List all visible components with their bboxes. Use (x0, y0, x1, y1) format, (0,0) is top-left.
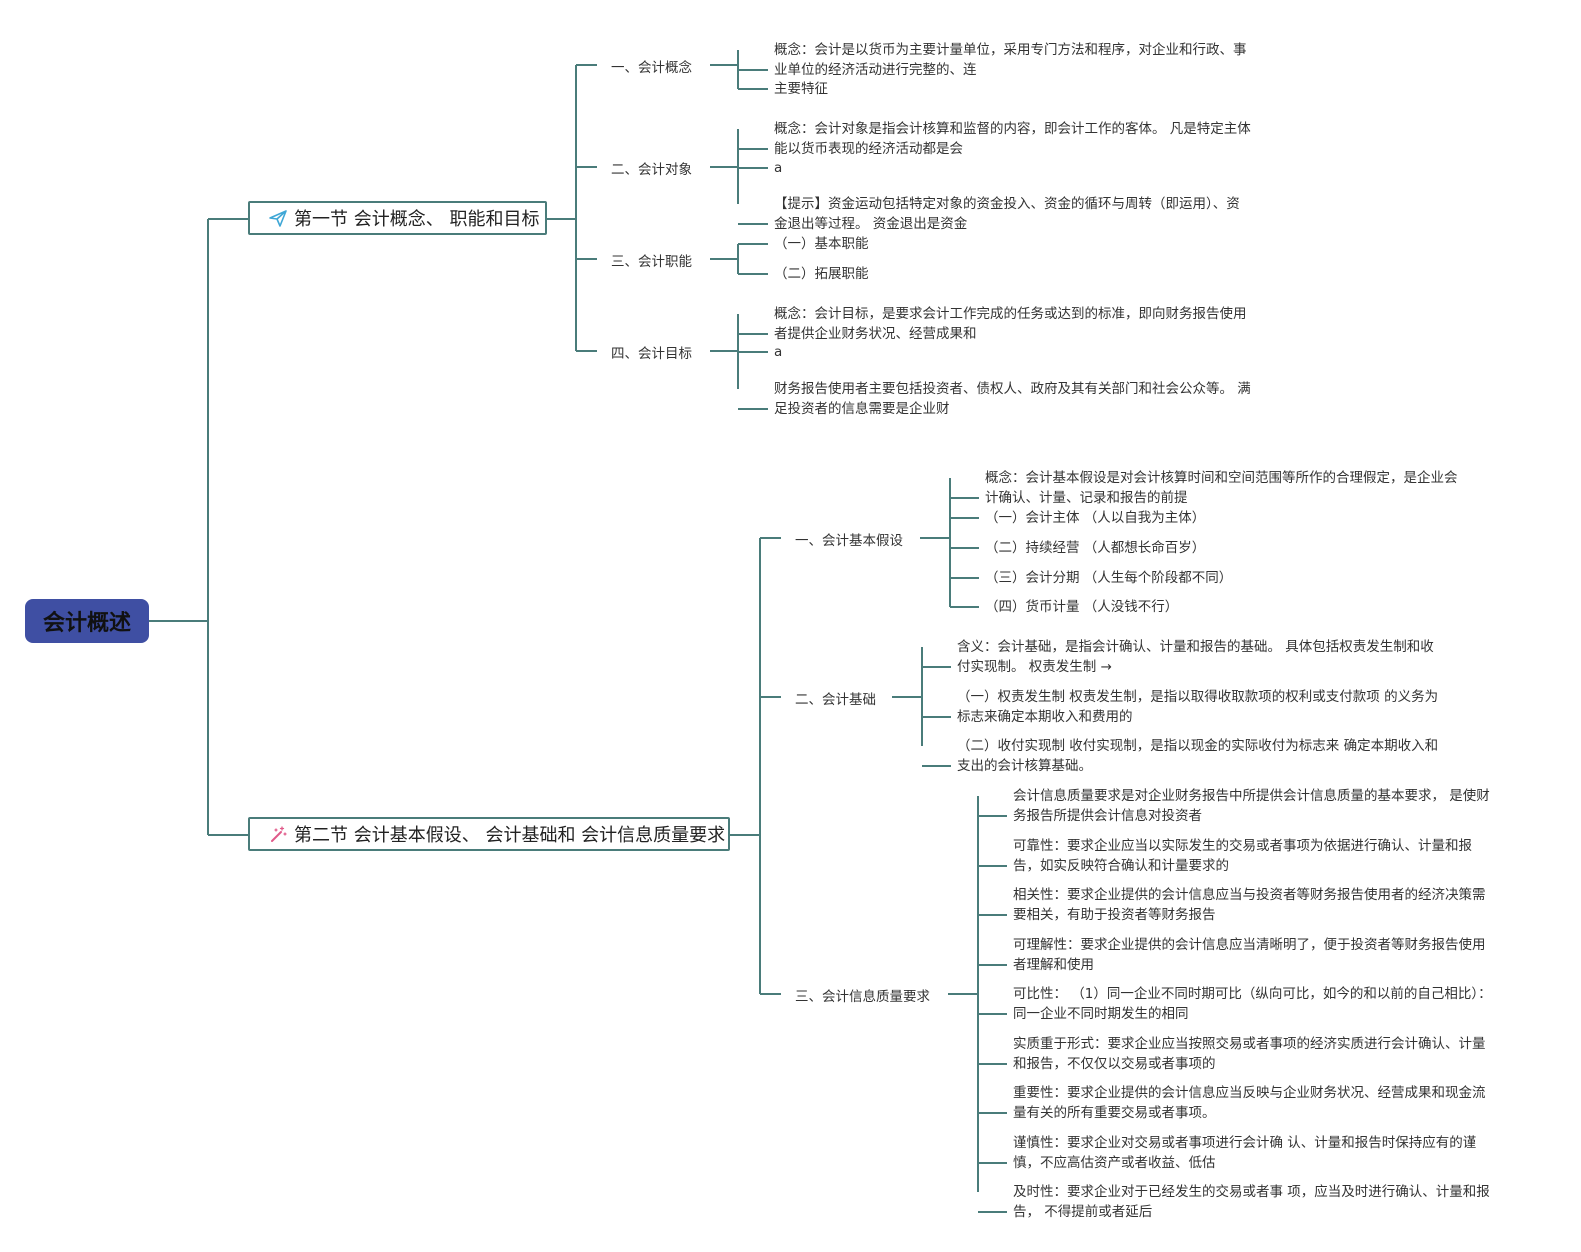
leaf-text-line: 概念：会计目标，是要求会计工作完成的任务或达到的标准，即向财务报告使用 (774, 306, 1247, 322)
leaf-text-line: 财务报告使用者主要包括投资者、债权人、政府及其有关部门和社会公众等。 满 (774, 381, 1251, 397)
leaf-node[interactable]: 会计信息质量要求是对企业财务报告中所提供会计信息质量的基本要求， 是使财务报告所… (1013, 786, 1490, 826)
leaf-node[interactable]: 可比性： （1）同一企业不同时期可比（纵向可比，如今的和以前的自己相比）： 同一企… (1013, 984, 1492, 1024)
leaf-node[interactable]: 概念：会计目标，是要求会计工作完成的任务或达到的标准，即向财务报告使用者提供企业… (774, 304, 1247, 344)
leaf-node[interactable]: 可理解性：要求企业提供的会计信息应当清晰明了，便于投资者等财务报告使用者理解和使… (1013, 935, 1486, 975)
leaf-text-line: 相关性：要求企业提供的会计信息应当与投资者等财务报告使用者的经济决策需 (1013, 887, 1486, 903)
leaf-text-line: 会计信息质量要求是对企业财务报告中所提供会计信息质量的基本要求， 是使财 (1013, 788, 1490, 804)
section-node-2[interactable]: 第二节 会计基本假设、 会计基础和 会计信息质量要求 (248, 817, 730, 851)
leaf-text-line: 计确认、计量、记录和报告的前提 (985, 490, 1188, 506)
leaf-node[interactable]: （一）会计主体 （人以自我为主体） (985, 508, 1205, 528)
leaf-node[interactable]: （一）权责发生制 权责发生制，是指以取得收取款项的权利或支付款项 的义务为标志来… (957, 687, 1438, 727)
leaf-node[interactable]: 概念：会计对象是指会计核算和监督的内容，即会计工作的客体。 凡是特定主体能以货币… (774, 119, 1251, 159)
leaf-node[interactable]: 概念：会计基本假设是对会计核算时间和空间范围等所作的合理假定，是企业会计确认、计… (985, 468, 1458, 508)
leaf-text-line: a (774, 160, 783, 176)
leaf-node[interactable]: 【提示】资金运动包括特定对象的资金投入、资金的循环与周转（即运用）、资金退出等过… (774, 194, 1240, 234)
leaf-text-line: 足投资者的信息需要是企业财 (774, 401, 950, 417)
leaf-text-line: a (774, 344, 783, 360)
leaf-text-line: 告， 不得提前或者延后 (1013, 1204, 1153, 1220)
leaf-text-line: 慎，不应高估资产或者收益、低估 (1013, 1155, 1216, 1171)
leaf-text-line: 业单位的经济活动进行完整的、连 (774, 62, 977, 78)
leaf-text-line: 概念：会计对象是指会计核算和监督的内容，即会计工作的客体。 凡是特定主体 (774, 121, 1251, 137)
leaf-text-line: （一）权责发生制 权责发生制，是指以取得收取款项的权利或支付款项 的义务为 (957, 689, 1439, 705)
leaf-node[interactable]: （二）收付实现制 收付实现制，是指以现金的实际收付为标志来 确定本期收入和支出的… (957, 736, 1438, 776)
leaf-node[interactable]: 重要性：要求企业提供的会计信息应当反映与企业财务状况、经营成果和现金流量有关的所… (1013, 1083, 1486, 1123)
root-node[interactable]: 会计概述 (25, 599, 149, 643)
leaf-text-line: 概念：会计是以货币为主要计量单位，采用专门方法和程序，对企业和行政、事 (774, 42, 1247, 58)
leaf-node[interactable]: 实质重于形式：要求企业应当按照交易或者事项的经济实质进行会计确认、计量和报告，不… (1013, 1034, 1486, 1074)
leaf-text-line: 重要性：要求企业提供的会计信息应当反映与企业财务状况、经营成果和现金流 (1013, 1085, 1486, 1101)
leaf-text-line: 要相关，有助于投资者等财务报告 (1013, 907, 1216, 923)
leaf-node[interactable]: （一）基本职能 (774, 234, 869, 254)
root-title: 会计概述 (42, 611, 131, 636)
section-node-1[interactable]: 第一节 会计概念、 职能和目标 (248, 201, 547, 235)
leaf-text-line: 者理解和使用 (1013, 957, 1094, 973)
leaf-node[interactable]: 谨慎性：要求企业对交易或者事项进行会计确 认、计量和报告时保持应有的谨慎，不应高… (1013, 1133, 1476, 1173)
leaf-text-line: 谨慎性：要求企业对交易或者事项进行会计确 认、计量和报告时保持应有的谨 (1013, 1135, 1477, 1151)
leaf-text-line: （四）货币计量 （人没钱不行） (985, 599, 1179, 615)
leaf-text-line: 标志来确定本期收入和费用的 (957, 709, 1133, 725)
branch-node[interactable]: 三、会计职能 (611, 254, 692, 270)
leaf-node[interactable]: 含义：会计基础，是指会计确认、计量和报告的基础。 具体包括权责发生制和收付实现制… (957, 637, 1434, 677)
leaf-node[interactable]: 财务报告使用者主要包括投资者、债权人、政府及其有关部门和社会公众等。 满足投资者… (774, 379, 1251, 419)
leaf-text-line: （一）基本职能 (774, 236, 869, 252)
branch-node[interactable]: 一、会计概念 (611, 60, 692, 76)
leaf-node[interactable]: （四）货币计量 （人没钱不行） (985, 597, 1178, 617)
leaf-text-line: 【提示】资金运动包括特定对象的资金投入、资金的循环与周转（即运用）、资 (774, 196, 1240, 212)
leaf-node[interactable]: a (774, 342, 782, 362)
leaf-text-line: 及时性：要求企业对于已经发生的交易或者事 项，应当及时进行确认、计量和报 (1013, 1184, 1490, 1200)
leaf-text-line: 概念：会计基本假设是对会计核算时间和空间范围等所作的合理假定，是企业会 (985, 470, 1458, 486)
leaf-node[interactable]: 可靠性：要求企业应当以实际发生的交易或者事项为依据进行确认、计量和报告，如实反映… (1013, 836, 1472, 876)
leaf-text-line: 主要特征 (774, 81, 828, 97)
leaf-text-line: 同一企业不同时期发生的相同 (1013, 1006, 1189, 1022)
connector-line (149, 218, 248, 836)
leaf-text-line: 者提供企业财务状况、经营成果和 (774, 326, 977, 342)
branch-node[interactable]: 一、会计基本假设 (795, 533, 903, 549)
branch-node[interactable]: 二、会计基础 (795, 692, 876, 708)
leaf-text-line: 金退出等过程。 资金退出是资金 (774, 216, 968, 232)
leaf-text-line: 能以货币表现的经济活动都是会 (774, 141, 963, 157)
leaf-node[interactable]: （二）持续经营 （人都想长命百岁） (985, 538, 1205, 558)
leaf-node[interactable]: （三）会计分期 （人生每个阶段都不同） (985, 568, 1232, 588)
branch-node[interactable]: 二、会计对象 (611, 162, 692, 178)
leaf-text-line: 可理解性：要求企业提供的会计信息应当清晰明了，便于投资者等财务报告使用 (1013, 937, 1486, 953)
section-title-2: 第二节 会计基本假设、 会计基础和 会计信息质量要求 (294, 825, 726, 846)
leaf-node[interactable]: 主要特征 (774, 79, 828, 99)
leaf-text-line: 付实现制。 权责发生制 → (957, 659, 1112, 675)
branch-node[interactable]: 三、会计信息质量要求 (795, 989, 930, 1005)
leaf-text-line: 实质重于形式：要求企业应当按照交易或者事项的经济实质进行会计确认、计量 (1013, 1036, 1486, 1052)
section-title-1: 第一节 会计概念、 职能和目标 (294, 209, 540, 230)
leaf-text-line: 量有关的所有重要交易或者事项。 (1013, 1105, 1216, 1121)
leaf-text-line: 可比性： （1）同一企业不同时期可比（纵向可比，如今的和以前的自己相比）： (1013, 986, 1492, 1002)
paper-plane-icon (269, 210, 287, 227)
leaf-text-line: 和报告，不仅仅以交易或者事项的 (1013, 1056, 1216, 1072)
leaf-text-line: （二）收付实现制 收付实现制，是指以现金的实际收付为标志来 确定本期收入和 (957, 738, 1439, 754)
leaf-node[interactable]: 相关性：要求企业提供的会计信息应当与投资者等财务报告使用者的经济决策需要相关，有… (1013, 885, 1486, 925)
leaf-node[interactable]: （二）拓展职能 (774, 264, 869, 284)
leaf-text-line: （一）会计主体 （人以自我为主体） (985, 510, 1206, 526)
leaf-text-line: 告，如实反映符合确认和计量要求的 (1013, 858, 1229, 874)
leaf-node[interactable]: 概念：会计是以货币为主要计量单位，采用专门方法和程序，对企业和行政、事业单位的经… (774, 40, 1247, 80)
magic-wand-icon (271, 826, 287, 842)
leaf-text-line: 可靠性：要求企业应当以实际发生的交易或者事项为依据进行确认、计量和报 (1013, 838, 1472, 854)
leaf-text-line: 务报告所提供会计信息对投资者 (1013, 808, 1202, 824)
branch-node[interactable]: 四、会计目标 (611, 346, 692, 362)
leaf-text-line: （二）拓展职能 (774, 266, 869, 282)
leaf-text-line: （三）会计分期 （人生每个阶段都不同） (985, 570, 1233, 586)
leaf-node[interactable]: a (774, 158, 782, 178)
leaf-text-line: 含义：会计基础，是指会计确认、计量和报告的基础。 具体包括权责发生制和收 (957, 639, 1434, 655)
leaf-text-line: （二）持续经营 （人都想长命百岁） (985, 540, 1206, 556)
leaf-node[interactable]: 及时性：要求企业对于已经发生的交易或者事 项，应当及时进行确认、计量和报告， 不… (1013, 1182, 1490, 1222)
leaf-text-line: 支出的会计核算基础。 (957, 758, 1092, 774)
